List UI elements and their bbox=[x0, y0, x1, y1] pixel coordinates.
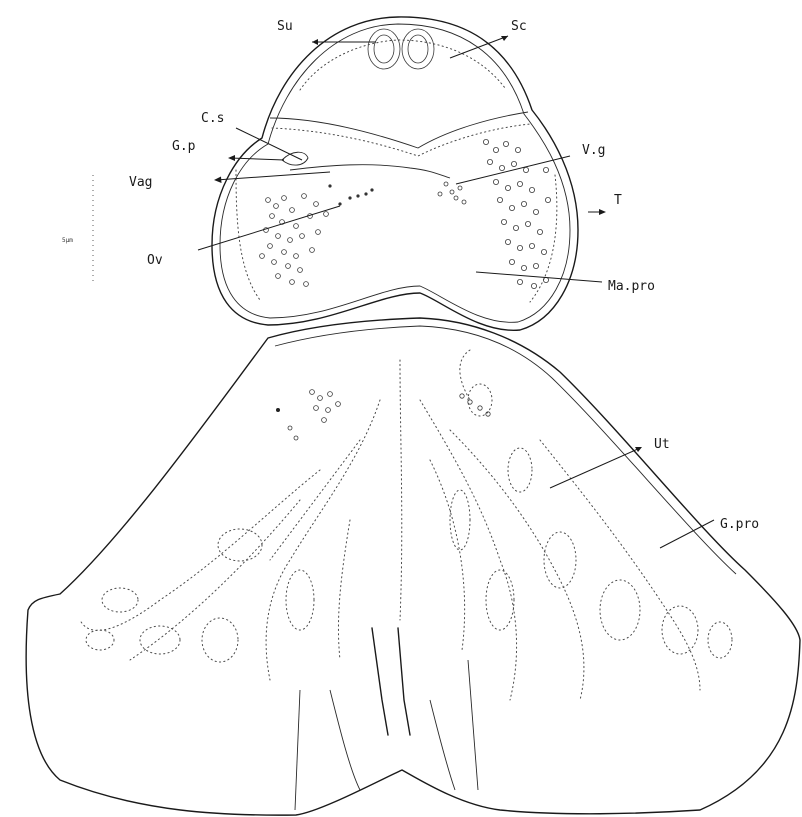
gravid-outline bbox=[26, 318, 800, 815]
gravid-fold-left-2 bbox=[330, 690, 360, 790]
label-cs: C.s bbox=[201, 111, 224, 126]
uterus-branches bbox=[80, 350, 732, 700]
label-sc: Sc bbox=[511, 19, 527, 34]
vitelline-dots bbox=[438, 182, 466, 204]
mature-proglottid bbox=[212, 17, 578, 330]
gravid-fold-right bbox=[468, 660, 478, 790]
label-gpro: G.pro bbox=[720, 517, 759, 532]
label-vag: Vag bbox=[129, 175, 152, 190]
sucker-right-inner bbox=[408, 35, 428, 63]
proglottid-inner-outline bbox=[220, 24, 570, 322]
scolex-dotted-outline bbox=[300, 40, 505, 90]
ovary-cluster-left bbox=[260, 194, 329, 287]
gravid-split-right bbox=[398, 628, 410, 735]
label-ut: Ut bbox=[654, 437, 670, 452]
genital-pore bbox=[282, 152, 308, 165]
central-canal bbox=[290, 165, 450, 178]
gravid-split-left bbox=[372, 628, 388, 735]
sucker-left-inner bbox=[374, 35, 394, 63]
label-t: T bbox=[614, 193, 622, 208]
scale-bar: 5µm bbox=[62, 175, 93, 282]
label-su: Su bbox=[277, 19, 293, 34]
transverse-band-dotted bbox=[272, 124, 530, 156]
inner-dotted-right bbox=[530, 175, 557, 302]
transverse-band bbox=[270, 112, 528, 148]
scale-bar-label: 5µm bbox=[62, 237, 73, 244]
gravid-fold-left bbox=[295, 690, 300, 810]
gravid-fold-right-2 bbox=[430, 700, 455, 790]
label-vg: V.g bbox=[582, 143, 605, 158]
testes-cluster-right bbox=[483, 139, 550, 288]
vagina-dots bbox=[328, 184, 373, 205]
gravid-proglottid bbox=[26, 318, 800, 815]
label-ov: Ov bbox=[147, 253, 163, 268]
egg-cluster bbox=[276, 390, 490, 440]
label-gp: G.p bbox=[172, 139, 196, 154]
label-mapro: Ma.pro bbox=[608, 279, 655, 294]
